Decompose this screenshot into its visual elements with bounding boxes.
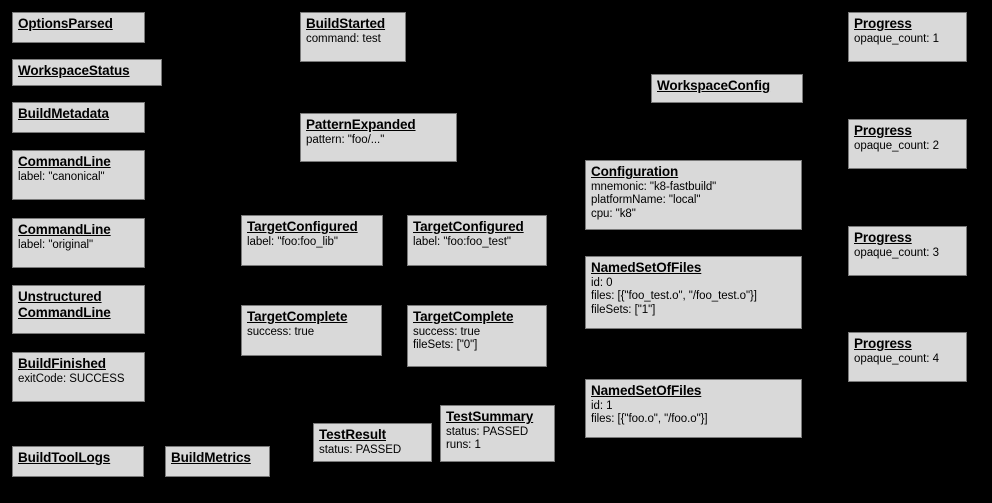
event-node-title: TargetComplete [413, 309, 514, 324]
event-node-field: fileSets: ["0"] [413, 339, 478, 352]
event-node-fields: label: "foo:foo_lib" [247, 236, 377, 250]
event-node-title: CommandLine [18, 154, 111, 169]
event-node-field: id: 0 [591, 276, 613, 289]
event-node-build-tool-logs[interactable]: BuildToolLogs [12, 446, 144, 477]
event-node-field: pattern: "foo/..." [306, 133, 385, 146]
event-node-build-metadata[interactable]: BuildMetadata [12, 102, 145, 133]
event-node-field: fileSets: ["1"] [591, 304, 656, 317]
event-node-title: OptionsParsed [18, 16, 113, 31]
event-node-fields: pattern: "foo/..." [306, 134, 451, 148]
event-node-field: files: [{"foo.o", "/foo.o"}] [591, 413, 708, 426]
event-node-fields: success: true [247, 326, 376, 340]
event-node-title: Unstructured CommandLine [18, 289, 111, 320]
event-node-field: opaque_count: 3 [854, 246, 939, 259]
event-node-options-parsed[interactable]: OptionsParsed [12, 12, 145, 43]
event-node-field: success: true [247, 325, 315, 338]
event-node-title: TargetConfigured [247, 219, 358, 234]
event-node-field: label: "foo:foo_test" [413, 235, 511, 248]
event-node-title: Progress [854, 230, 912, 245]
event-node-fields: exitCode: SUCCESS [18, 373, 139, 387]
event-node-title: TestSummary [446, 409, 534, 424]
event-node-title: BuildToolLogs [18, 450, 111, 465]
event-node-title: Progress [854, 123, 912, 138]
event-node-field: label: "foo:foo_lib" [247, 235, 338, 248]
event-node-field: label: "canonical" [18, 170, 105, 183]
event-node-field: platformName: "local" [591, 194, 701, 207]
event-node-field: status: PASSED [319, 443, 402, 456]
event-node-field: mnemonic: "k8-fastbuild" [591, 180, 717, 193]
event-node-fields: label: "foo:foo_test" [413, 236, 541, 250]
event-node-title: BuildStarted [306, 16, 386, 31]
event-node-title: TargetComplete [247, 309, 348, 324]
event-node-title: NamedSetOfFiles [591, 383, 702, 398]
event-node-fields: opaque_count: 2 [854, 140, 961, 154]
event-node-title: PatternExpanded [306, 117, 416, 132]
event-node-field: exitCode: SUCCESS [18, 372, 125, 385]
event-node-field: status: PASSED [446, 425, 529, 438]
event-node-title: NamedSetOfFiles [591, 260, 702, 275]
event-node-fields: label: "canonical" [18, 171, 139, 185]
event-node-title: BuildMetrics [171, 450, 251, 465]
event-node-field: id: 1 [591, 399, 613, 412]
event-node-title: BuildMetadata [18, 106, 109, 121]
event-node-field: command: test [306, 32, 381, 45]
event-node-workspace-config[interactable]: WorkspaceConfig [651, 74, 803, 103]
event-node-title: BuildFinished [18, 356, 106, 371]
event-node-field: opaque_count: 2 [854, 139, 939, 152]
event-node-fields: label: "original" [18, 239, 139, 253]
event-node-title: WorkspaceConfig [657, 78, 771, 93]
event-node-workspace-status[interactable]: WorkspaceStatus [12, 59, 162, 86]
event-node-title: Configuration [591, 164, 679, 179]
event-node-title: TestResult [319, 427, 387, 442]
event-node-title: Progress [854, 16, 912, 31]
event-node-field: success: true [413, 325, 481, 338]
event-node-field: opaque_count: 4 [854, 352, 939, 365]
event-node-field: opaque_count: 1 [854, 32, 939, 45]
event-node-field: runs: 1 [446, 439, 481, 452]
event-node-build-metrics[interactable]: BuildMetrics [165, 446, 270, 477]
event-node-fields: opaque_count: 3 [854, 247, 961, 261]
event-node-fields: status: PASSED [319, 444, 426, 458]
event-node-title: Progress [854, 336, 912, 351]
event-node-fields: opaque_count: 1 [854, 33, 961, 47]
event-node-field: cpu: "k8" [591, 208, 636, 221]
event-node-unstructured-command-line[interactable]: Unstructured CommandLine [12, 285, 145, 334]
event-node-fields: opaque_count: 4 [854, 353, 961, 367]
event-node-field: files: [{"foo_test.o", "/foo_test.o"}] [591, 290, 757, 303]
event-node-fields: command: test [306, 33, 400, 47]
event-node-field: label: "original" [18, 238, 94, 251]
event-node-title: TargetConfigured [413, 219, 524, 234]
event-node-fields: mnemonic: "k8-fastbuild"platformName: "l… [591, 181, 796, 222]
event-node-title: WorkspaceStatus [18, 63, 130, 78]
event-node-title: CommandLine [18, 222, 111, 237]
